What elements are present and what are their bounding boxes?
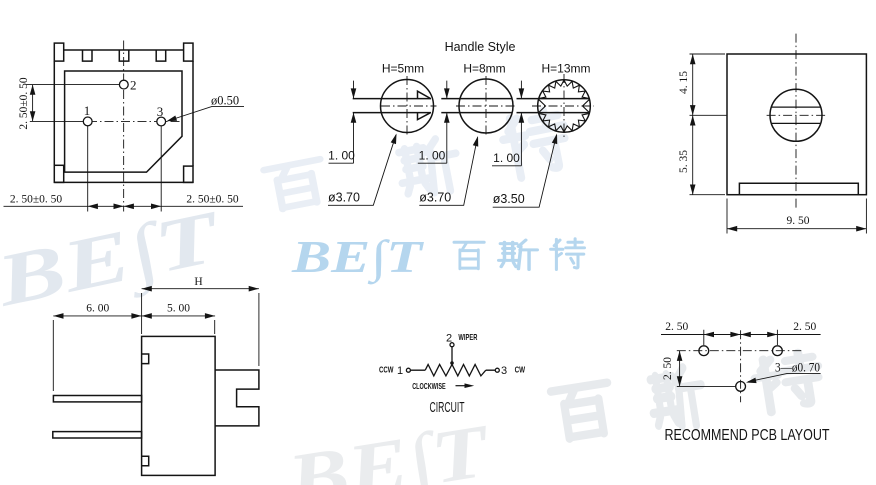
svg-text:3: 3	[501, 365, 507, 377]
svg-text:Handle Style: Handle Style	[445, 40, 516, 54]
svg-text:ø0.50: ø0.50	[211, 94, 239, 108]
svg-text:5. 00: 5. 00	[167, 303, 190, 315]
svg-text:3: 3	[157, 104, 164, 119]
svg-text:5. 35: 5. 35	[678, 150, 690, 173]
svg-text:4. 15: 4. 15	[678, 71, 690, 94]
svg-text:H=5mm: H=5mm	[382, 62, 424, 76]
svg-text:2. 50: 2. 50	[665, 321, 688, 333]
svg-text:2. 50: 2. 50	[793, 321, 816, 333]
svg-text:1. 00: 1. 00	[419, 149, 446, 163]
svg-text:ø3.50: ø3.50	[493, 192, 525, 206]
svg-text:CIRCUIT: CIRCUIT	[430, 400, 465, 416]
svg-text:2. 50±0. 50: 2. 50±0. 50	[186, 194, 239, 206]
svg-text:2. 50±0. 50: 2. 50±0. 50	[10, 194, 63, 206]
svg-text:3—ø0. 70: 3—ø0. 70	[775, 361, 820, 375]
svg-text:2. 50±0. 50: 2. 50±0. 50	[18, 77, 30, 130]
svg-text:WIPER: WIPER	[458, 332, 477, 342]
svg-text:6. 00: 6. 00	[86, 303, 109, 315]
svg-text:2: 2	[130, 78, 137, 93]
svg-text:2: 2	[446, 333, 452, 345]
svg-text:H: H	[194, 276, 202, 288]
svg-text:1. 00: 1. 00	[493, 151, 520, 165]
svg-text:CW: CW	[515, 365, 526, 375]
svg-text:1: 1	[84, 103, 91, 118]
svg-text:ø3.70: ø3.70	[328, 191, 360, 205]
svg-text:9. 50: 9. 50	[787, 215, 810, 227]
svg-text:BE∫T: BE∫T	[291, 231, 425, 285]
svg-text:H=13mm: H=13mm	[541, 62, 590, 76]
svg-text:ø3.70: ø3.70	[419, 191, 451, 205]
svg-text:1. 00: 1. 00	[328, 149, 355, 163]
svg-text:RECOMMEND PCB LAYOUT: RECOMMEND PCB LAYOUT	[665, 427, 830, 444]
svg-text:1: 1	[397, 365, 403, 377]
svg-text:2. 50: 2. 50	[662, 357, 674, 380]
svg-text:H=8mm: H=8mm	[463, 62, 505, 76]
svg-text:CCW: CCW	[379, 365, 394, 375]
svg-text:CLOCKWISE: CLOCKWISE	[412, 381, 446, 391]
